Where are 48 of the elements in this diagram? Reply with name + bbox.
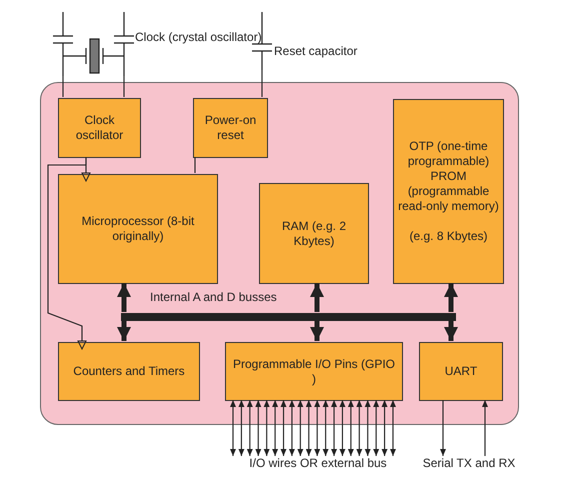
bus-arrow xyxy=(117,320,131,341)
bus-bar xyxy=(121,313,456,321)
circuit-label: Reset capacitor xyxy=(274,44,358,59)
block-box: OTP (one-time programmable) PROM (programmable read-only memory) (e.g. 8 Kbytes) xyxy=(393,99,504,284)
arrow xyxy=(348,400,354,456)
bus-arrow xyxy=(117,283,131,312)
arrow xyxy=(272,400,278,456)
arrow xyxy=(390,400,396,456)
block-box: Power-on reset xyxy=(193,98,268,158)
arrow xyxy=(297,400,304,456)
arrow xyxy=(356,400,362,456)
arrow xyxy=(264,400,270,456)
arrow xyxy=(322,400,329,456)
bus-arrow xyxy=(310,320,324,341)
arrow xyxy=(440,400,446,456)
arrow xyxy=(382,400,388,456)
arrow xyxy=(280,400,287,456)
wire xyxy=(123,76,125,97)
signal-label: I/O wires OR external bus xyxy=(238,456,398,474)
chip-outline xyxy=(40,82,519,425)
arrow xyxy=(238,400,244,456)
bus-label: Internal A and D busses xyxy=(150,290,277,305)
bus-arrow xyxy=(444,283,458,312)
arrow xyxy=(339,400,346,456)
arrow xyxy=(246,400,253,456)
block-box: UART xyxy=(419,342,503,401)
arrow xyxy=(314,400,320,456)
block-box: Programmable I/O Pins (GPIO ) xyxy=(225,342,403,401)
wire xyxy=(62,76,64,97)
arrow xyxy=(331,400,338,456)
arrow xyxy=(306,400,312,456)
arrow xyxy=(364,400,371,456)
block-box: RAM (e.g. 2 Kbytes) xyxy=(259,183,369,284)
block-box: Microprocessor (8-bit originally) xyxy=(58,174,218,284)
wire xyxy=(261,70,263,97)
arrow xyxy=(230,400,236,456)
wire xyxy=(194,157,196,173)
arrow xyxy=(288,400,295,456)
arrow xyxy=(47,157,87,350)
bus-arrow xyxy=(310,283,324,312)
block-box: Counters and Timers xyxy=(58,342,200,401)
signal-label: Serial TX and RX xyxy=(413,456,525,474)
arrow xyxy=(482,400,488,456)
block-box: Clock oscillator xyxy=(58,98,141,158)
bus-arrow xyxy=(444,320,458,341)
arrow xyxy=(255,400,262,456)
circuit-label: Clock (crystal oscillator) xyxy=(135,30,262,45)
arrow xyxy=(373,400,380,456)
